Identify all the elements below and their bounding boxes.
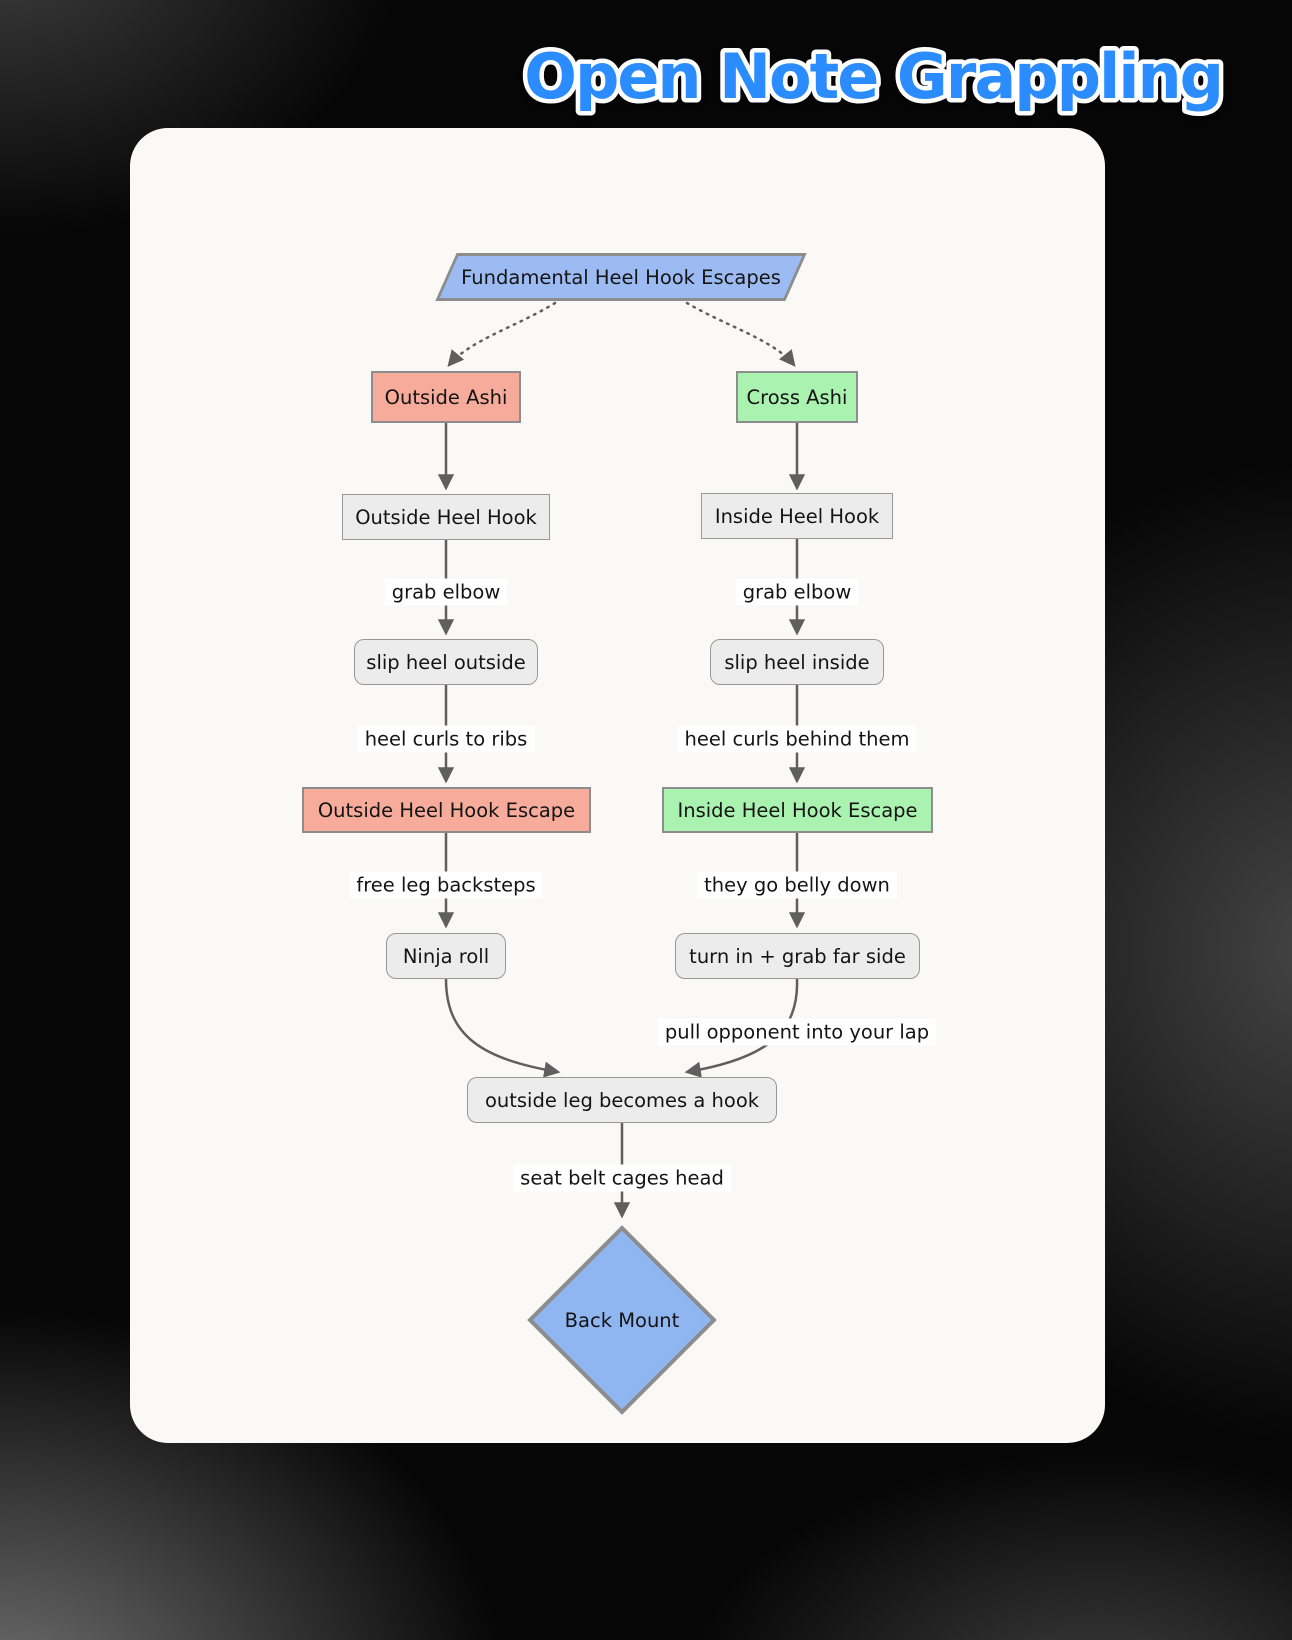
flowchart-card: Fundamental Heel Hook Escapes Outside As…: [130, 128, 1105, 1443]
node-slip-heel-inside: slip heel inside: [710, 639, 884, 685]
edge-label-heel-curls-to-ribs: heel curls to ribs: [357, 725, 535, 753]
node-outside-heel-hook: Outside Heel Hook: [342, 494, 550, 540]
node-outside-leg-becomes-hook: outside leg becomes a hook: [467, 1077, 777, 1123]
page-title: Open Note Grappling: [520, 36, 1229, 118]
node-turn-in-grab-far-side: turn in + grab far side: [675, 933, 920, 979]
edge-label-pull-opponent-into-lap: pull opponent into your lap: [657, 1018, 937, 1046]
node-outside-heel-hook-escape: Outside Heel Hook Escape: [302, 787, 591, 833]
edge-label-free-leg-backsteps: free leg backsteps: [349, 871, 543, 899]
edge-label-grab-elbow-right: grab elbow: [735, 578, 859, 606]
node-ninja-roll: Ninja roll: [386, 933, 506, 979]
node-fundamental-heel-hook-escapes: Fundamental Heel Hook Escapes: [435, 253, 807, 301]
page-title-text: Open Note Grappling: [524, 40, 1222, 113]
node-back-mount: Back Mount: [527, 1225, 717, 1415]
edge-ninja-roll-to-hook: [444, 978, 561, 1078]
edge-label-heel-curls-behind-them: heel curls behind them: [677, 725, 917, 753]
node-cross-ashi: Cross Ashi: [736, 371, 858, 423]
edge-label-seat-belt-cages-head: seat belt cages head: [513, 1164, 731, 1192]
node-inside-heel-hook-escape: Inside Heel Hook Escape: [662, 787, 933, 833]
edge-root-to-outside-ashi: [447, 301, 557, 367]
node-inside-heel-hook: Inside Heel Hook: [701, 493, 893, 539]
edge-root-to-cross-ashi: [685, 301, 796, 367]
node-outside-ashi: Outside Ashi: [371, 371, 521, 423]
edge-label-grab-elbow-left: grab elbow: [384, 578, 508, 606]
node-slip-heel-outside: slip heel outside: [354, 639, 538, 685]
edge-label-they-go-belly-down: they go belly down: [697, 871, 897, 899]
